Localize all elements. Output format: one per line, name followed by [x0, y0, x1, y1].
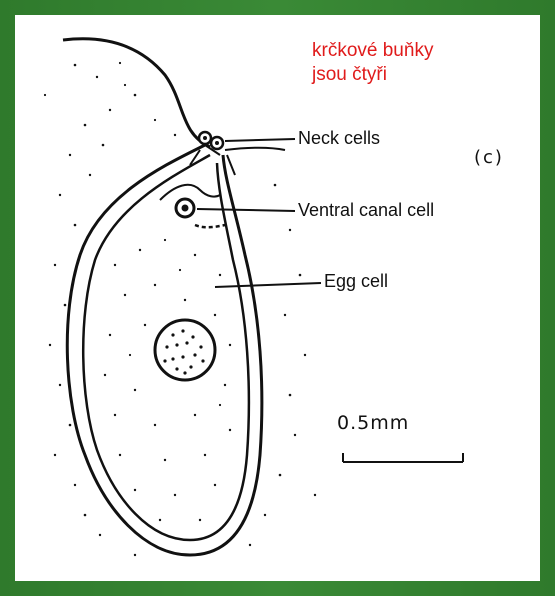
neck-cells-leader [225, 139, 295, 141]
tissue-outline [63, 39, 210, 147]
ventral-canal-cavity [160, 185, 220, 200]
red-annotation: krčkové buňky jsou čtyři [312, 39, 433, 87]
egg-stipple [104, 239, 231, 521]
egg-nucleus [155, 320, 215, 380]
label-egg-cell: Egg cell [324, 271, 388, 292]
figure-panel: krčkové buňky jsou čtyři Neck cells (c) … [15, 15, 540, 581]
annotation-line-2: jsou čtyři [312, 63, 433, 87]
label-ventral-canal-cell: Ventral canal cell [298, 200, 434, 221]
annotation-line-1: krčkové buňky [312, 39, 433, 63]
figure-id: (c) [474, 147, 504, 168]
label-neck-cells: Neck cells [298, 128, 380, 149]
tissue-surface-right [225, 148, 285, 150]
ventral-canal-leader [197, 209, 295, 211]
ventral-canal-underline [195, 225, 225, 227]
archegonium-diagram [15, 15, 540, 581]
scale-bar-line [343, 453, 463, 462]
egg-cell-leader [215, 283, 321, 287]
scale-bar-label: 0.5mm [337, 412, 409, 434]
